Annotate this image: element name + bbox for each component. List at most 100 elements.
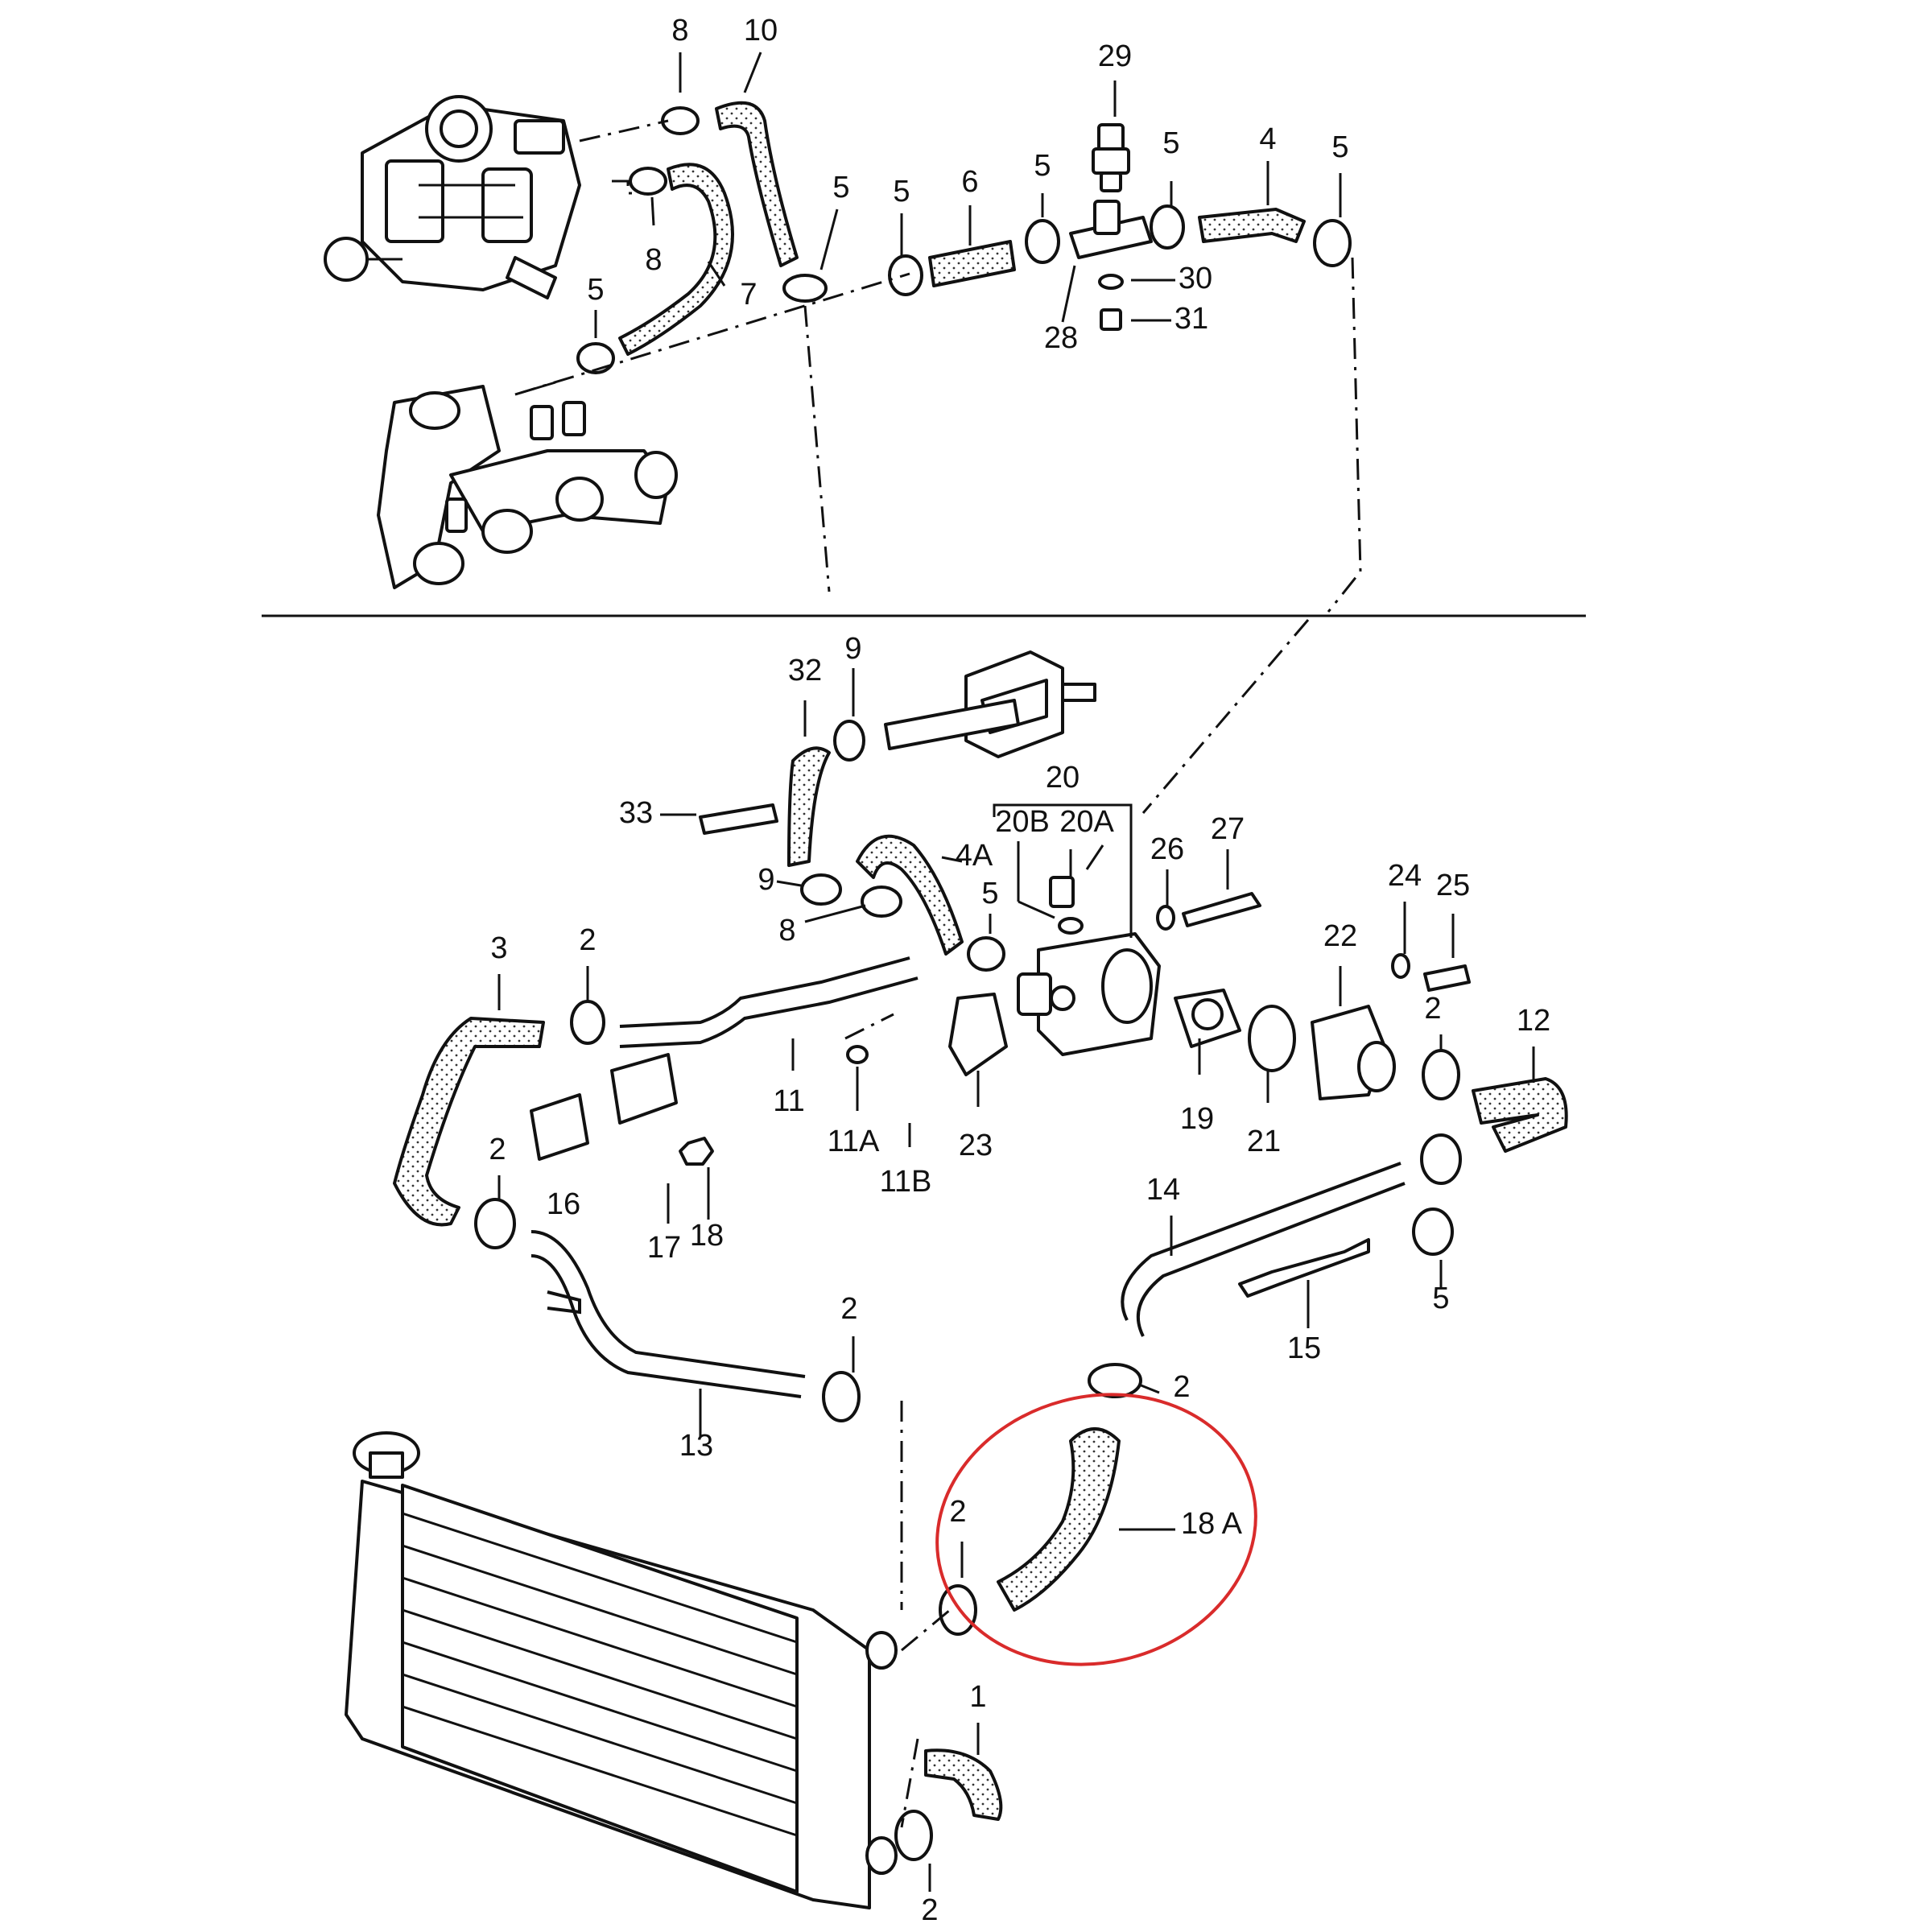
flow-line (579, 119, 669, 142)
callout-33: 33 (619, 796, 653, 830)
pipe-11 (619, 956, 919, 1048)
bolt-27 (1182, 892, 1261, 927)
hose-18A (997, 1427, 1121, 1612)
hose-clips-upper (576, 106, 1352, 374)
callout-28: 28 (1044, 321, 1078, 355)
callout-5: 5 (981, 877, 998, 910)
callout-10: 10 (744, 14, 778, 47)
intake-manifold (377, 381, 678, 589)
callout-9: 9 (844, 632, 861, 666)
washer-26 (1156, 905, 1175, 931)
callout-2: 2 (489, 1133, 506, 1166)
callout-13: 13 (679, 1429, 713, 1463)
callout-12: 12 (1517, 1004, 1550, 1038)
hose-1 (924, 1748, 1003, 1821)
gasket-23 (948, 993, 1008, 1076)
callout-7: 7 (740, 278, 757, 312)
hose-4A (856, 834, 964, 956)
pipe-13 (530, 1230, 806, 1398)
callout-4: 4 (1259, 122, 1276, 156)
callout-17: 17 (647, 1231, 681, 1265)
flow-line (900, 1738, 919, 1828)
callout-14: 14 (1146, 1173, 1180, 1207)
callout-9: 9 (758, 863, 774, 897)
callout-leaders (497, 52, 1535, 1892)
callout-11A: 11A (828, 1125, 880, 1158)
hose-7 (618, 163, 734, 356)
thermostat (1174, 989, 1241, 1048)
callout-20A: 20A (1059, 805, 1114, 839)
callout-5: 5 (1034, 149, 1051, 183)
flow-line (1141, 619, 1310, 814)
carburettor (324, 95, 581, 299)
callout-30: 30 (1179, 262, 1212, 295)
callout-2: 2 (921, 1893, 938, 1927)
flange-11 (610, 1053, 678, 1125)
flow-line (1327, 257, 1362, 613)
t-piece-connector (1069, 200, 1153, 331)
callout-20: 20 (1046, 761, 1080, 795)
callout-26: 26 (1150, 832, 1184, 866)
flange-16 (530, 1093, 589, 1161)
callout-5: 5 (1432, 1282, 1449, 1315)
callout-31: 31 (1174, 302, 1208, 336)
callout-2: 2 (840, 1292, 857, 1326)
o-ring-21 (1248, 1005, 1296, 1072)
expansion-tank-bracket (884, 650, 1096, 758)
washer-11A (846, 1045, 869, 1064)
hose-10 (715, 101, 799, 267)
callout-19: 19 (1180, 1102, 1214, 1136)
callout-5: 5 (893, 175, 910, 208)
hose-32 (787, 746, 831, 867)
callout-5: 5 (587, 273, 604, 307)
callout-18A: 18 A (1181, 1507, 1243, 1541)
hose-3 (393, 1017, 545, 1227)
hose-12 (1472, 1077, 1568, 1153)
callout-23: 23 (959, 1129, 993, 1162)
flow-line (514, 272, 910, 396)
flow-line (844, 1013, 894, 1040)
callout-5: 5 (1162, 126, 1179, 160)
hose-4 (1198, 208, 1306, 243)
callout-24: 24 (1388, 859, 1422, 893)
flow-line (803, 305, 831, 592)
callout-8: 8 (645, 243, 662, 277)
callout-2: 2 (1173, 1370, 1190, 1404)
callout-3: 3 (490, 931, 507, 965)
callout-5: 5 (832, 171, 849, 204)
pipe-14 (1121, 1162, 1406, 1337)
nut-18 (679, 1137, 714, 1166)
bolt-25 (1423, 964, 1471, 992)
hose-6 (928, 240, 1016, 287)
callout-1: 1 (969, 1680, 986, 1714)
callout-16: 16 (547, 1187, 580, 1221)
callout-32: 32 (788, 654, 822, 687)
radiator (345, 1431, 898, 1909)
callout-18: 18 (690, 1219, 724, 1253)
callout-25: 25 (1436, 869, 1470, 902)
callout-labels: 8 10 29 5 4 5 5 5 6 5 30 31 28 8 7 5 9 3… (489, 14, 1550, 1927)
bracket-15 (1238, 1238, 1370, 1298)
callout-11: 11 (773, 1084, 804, 1118)
callout-2: 2 (949, 1495, 966, 1529)
hose-clips-lower (474, 720, 1462, 1861)
highlight-ring (935, 1393, 1257, 1666)
callout-27: 27 (1211, 812, 1245, 846)
callout-29: 29 (1098, 39, 1132, 73)
callout-20B: 20B (995, 805, 1050, 839)
thermostat-housing (1017, 876, 1161, 1056)
flow-line (901, 1608, 951, 1652)
callout-21: 21 (1247, 1125, 1281, 1158)
pipe-16-bracket (547, 1290, 581, 1315)
callout-22: 22 (1323, 919, 1357, 953)
temperature-sender (1092, 123, 1130, 192)
callout-2: 2 (1424, 992, 1441, 1026)
callout-6: 6 (961, 165, 978, 199)
callout-8: 8 (671, 14, 688, 47)
callout-2: 2 (579, 923, 596, 957)
callout-5: 5 (1331, 130, 1348, 164)
washer-24 (1391, 953, 1410, 979)
callout-15: 15 (1287, 1331, 1321, 1365)
